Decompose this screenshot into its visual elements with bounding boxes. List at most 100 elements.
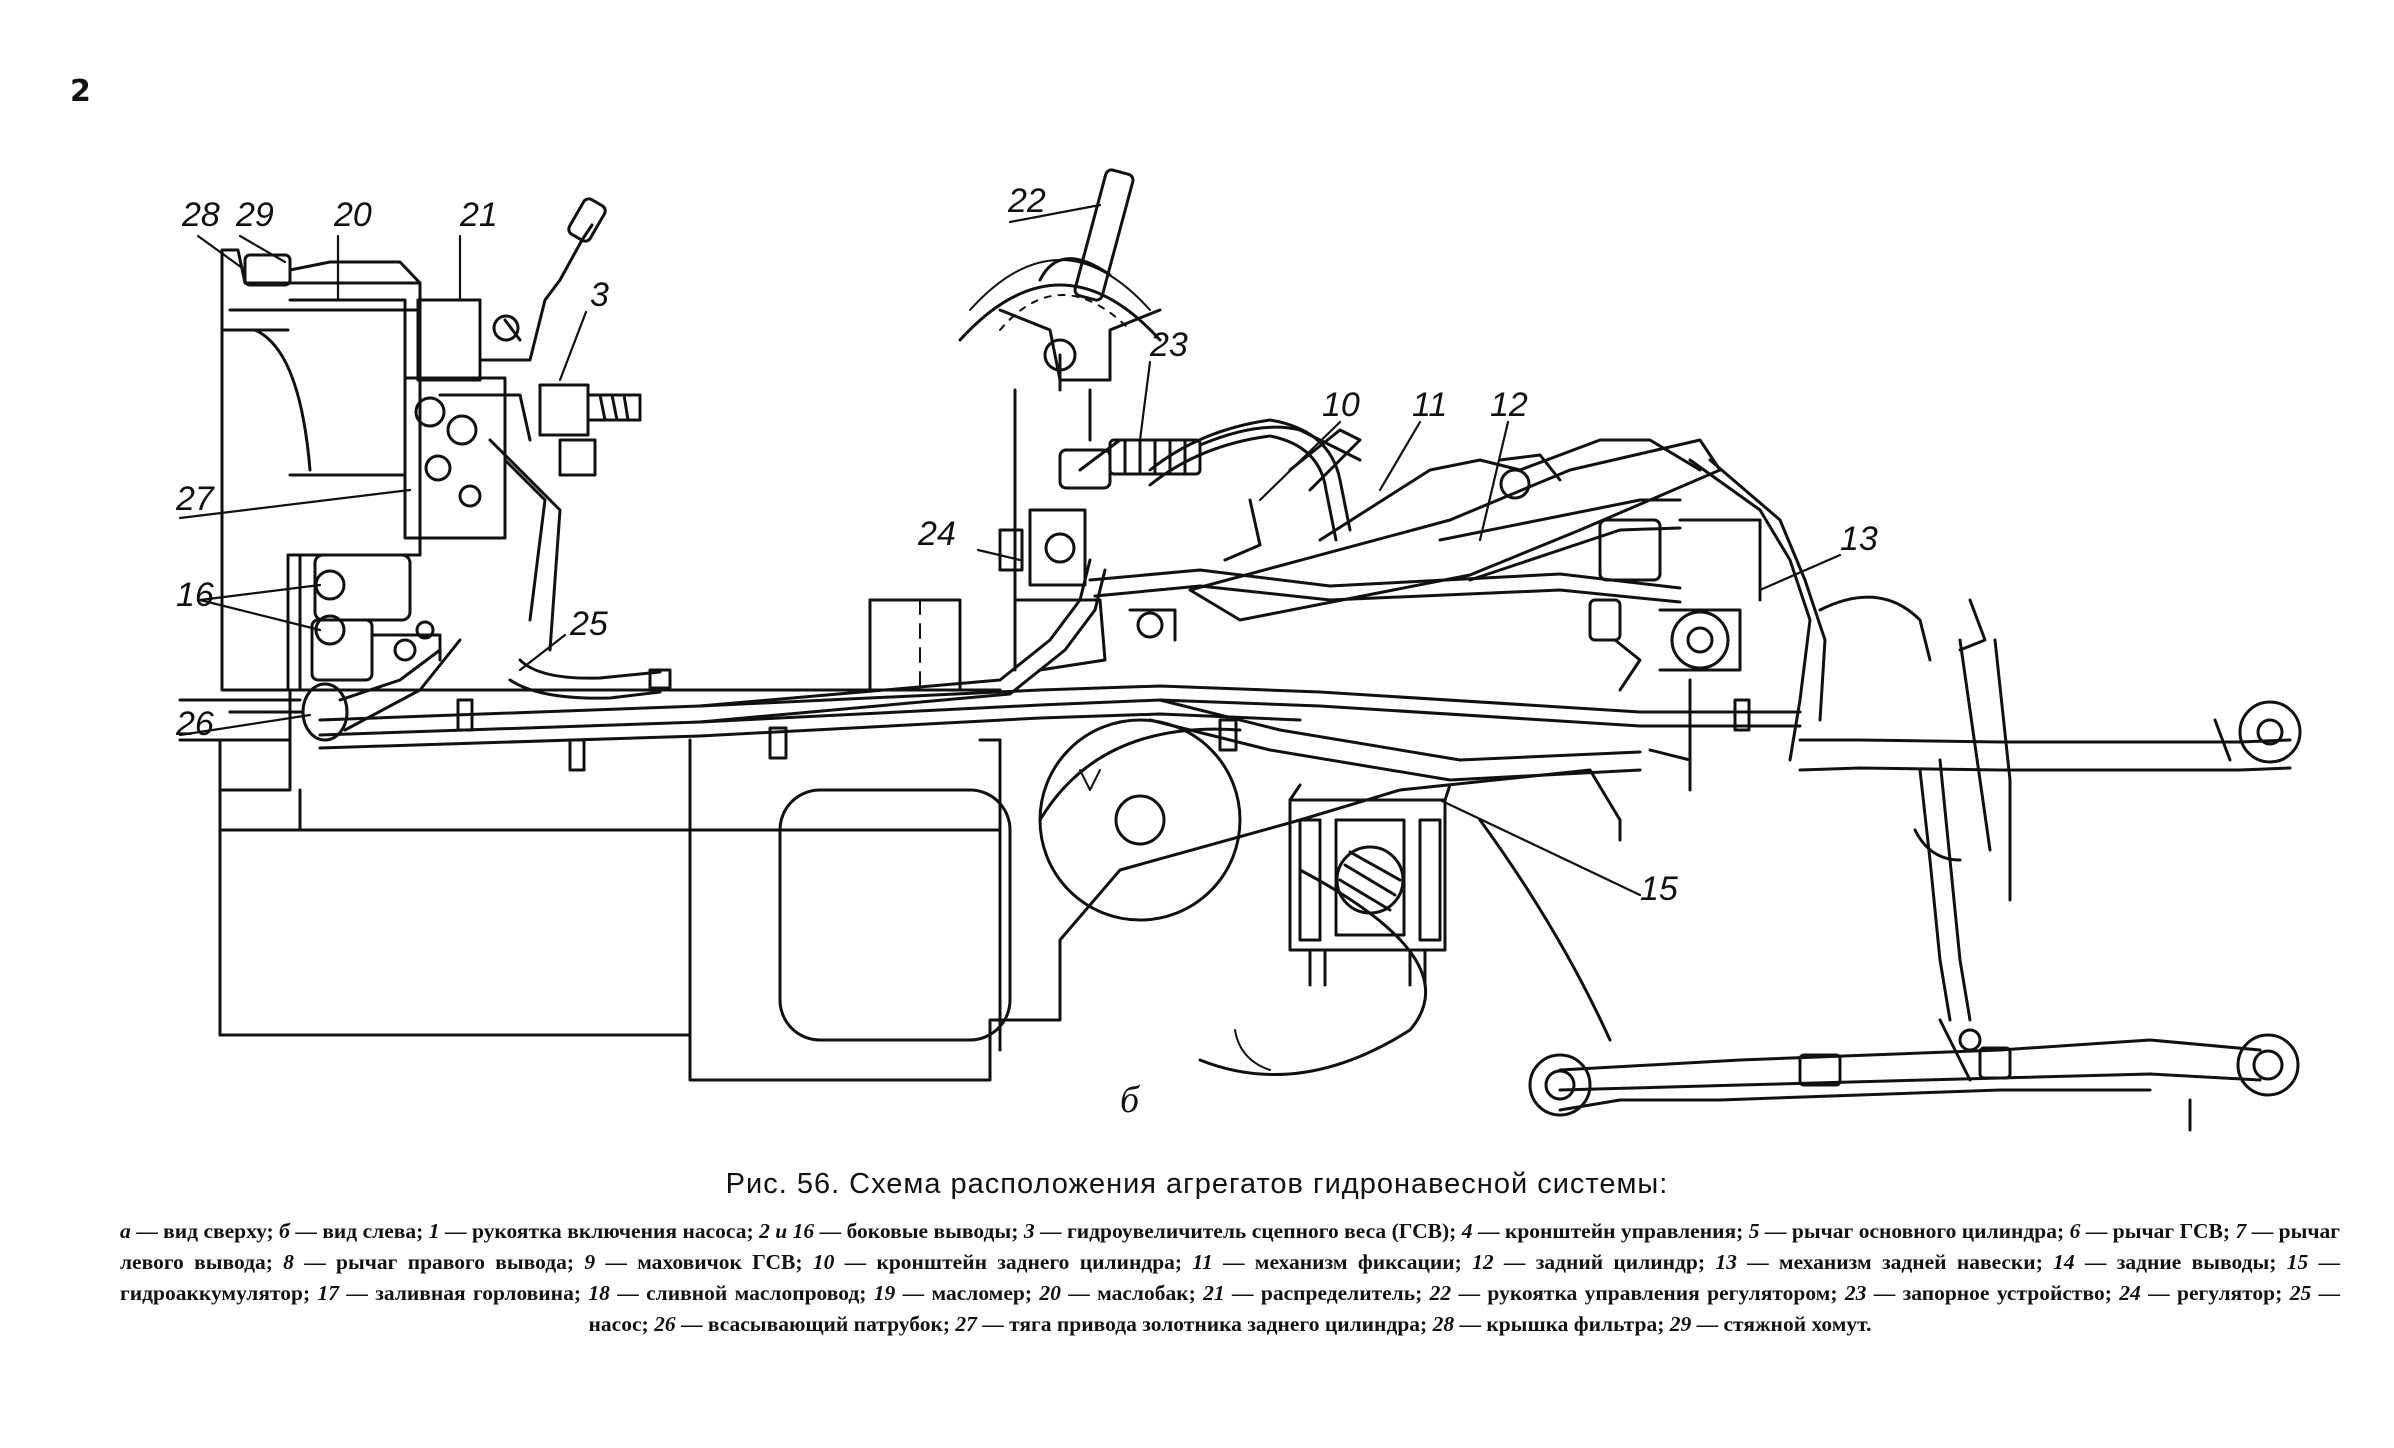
- distributor: [403, 197, 642, 652]
- legend-text: маховичок ГСВ: [637, 1250, 796, 1274]
- side-outlets: [310, 553, 442, 682]
- legend-entry: 25 — насос;: [588, 1281, 2341, 1336]
- label-25: 25: [569, 605, 608, 643]
- legend-entry: 19 — масломер;: [873, 1281, 1040, 1305]
- legend-key: 19: [873, 1281, 896, 1305]
- legend-key: 29: [1669, 1312, 1692, 1336]
- legend-entry: 15 — гидроаккумулятор;: [120, 1250, 2341, 1305]
- legend-entry: 13 — механизм задней навески;: [1715, 1250, 2054, 1274]
- legend-entry: б — вид слева;: [279, 1219, 429, 1243]
- legend-key: 27: [955, 1312, 977, 1336]
- legend-entry: 23 — запорное устройство;: [1844, 1281, 2120, 1305]
- legend-entry: 3 — гидроувеличитель сцепного веса (ГСВ)…: [1023, 1219, 1462, 1243]
- label-15: 15: [1640, 870, 1678, 908]
- legend-entry: 1 — рукоятка включения насоса;: [428, 1219, 760, 1243]
- legend-text: гидроувеличитель сцепного веса (ГСВ): [1066, 1219, 1450, 1243]
- legend-entry: 28 — крышка фильтра;: [1432, 1312, 1670, 1336]
- legend-entry: а — вид сверху;: [120, 1219, 280, 1243]
- legend-key: 4: [1461, 1219, 1473, 1243]
- legend-text: рычаг ГСВ: [2112, 1219, 2223, 1243]
- legend-text: рычаг левого вывода: [120, 1219, 2341, 1274]
- legend-text: сливной маслопровод: [646, 1281, 860, 1305]
- legend-entry: 10 — кронштейн заднего цилиндра;: [812, 1250, 1193, 1274]
- legend-key: 3: [1023, 1219, 1035, 1243]
- legend-key: 26: [654, 1312, 676, 1336]
- legend-entry: 12 — задний цилиндр;: [1472, 1250, 1716, 1274]
- label-27: 27: [175, 480, 215, 518]
- legend-key: 10: [812, 1250, 835, 1274]
- legend-entry: 20 — маслобак;: [1039, 1281, 1204, 1305]
- legend-key: 6: [2069, 1219, 2081, 1243]
- legend-entry: 29 — стяжной хомут.: [1669, 1312, 1872, 1336]
- label-28: 28: [181, 196, 220, 234]
- legend-entry: 17 — заливная горловина;: [317, 1281, 589, 1305]
- legend-key: 28: [1432, 1312, 1455, 1336]
- legend-key: 7: [2235, 1219, 2247, 1243]
- legend-entry: 27 — тяга привода золотника заднего цили…: [955, 1312, 1433, 1336]
- legend-text: боковые выводы: [846, 1219, 1012, 1243]
- pump: [508, 658, 672, 700]
- subfigure-label: б: [1120, 1079, 1141, 1121]
- callout-labels: 28 29 20 21 3 22 23 10 11 12 13 15 24 25…: [175, 182, 1878, 1121]
- legend-entry: 24 — регулятор;: [2119, 1281, 2290, 1305]
- corner-mark: 2: [70, 74, 91, 109]
- legend-text: задние выводы: [2116, 1250, 2270, 1274]
- legend-text: всасывающий патрубок: [707, 1312, 943, 1336]
- legend-text: запорное устройство: [1902, 1281, 2105, 1305]
- legend-text: рычаг основного цилиндра: [1791, 1219, 2057, 1243]
- legend-key: а: [120, 1219, 131, 1243]
- figure-legend: а — вид сверху; б — вид слева; 1 — рукоя…: [120, 1216, 2340, 1340]
- legend-entry: 21 — распределитель;: [1203, 1281, 1430, 1305]
- legend-entry: 14 — задние выводы;: [2053, 1250, 2287, 1274]
- legend-entry: 2 и 16 — боковые выводы;: [759, 1219, 1024, 1243]
- label-10: 10: [1322, 386, 1360, 424]
- label-20: 20: [333, 196, 372, 234]
- label-23: 23: [1149, 326, 1188, 364]
- shutoff-device: [1108, 425, 1362, 476]
- label-29: 29: [235, 196, 274, 234]
- leader-lines: [178, 203, 1842, 897]
- legend-text: механизм фиксации: [1254, 1250, 1455, 1274]
- pipelines: [318, 418, 1802, 782]
- label-22: 22: [1007, 182, 1046, 220]
- legend-text: задний цилиндр: [1535, 1250, 1698, 1274]
- legend-key: 1: [428, 1219, 440, 1243]
- legend-text: крышка фильтра: [1486, 1312, 1658, 1336]
- legend-text: рукоятка управления регулятором: [1487, 1281, 1831, 1305]
- legend-text: кронштейн заднего цилиндра: [876, 1250, 1175, 1274]
- figure-caption-title: Рис. 56. Схема расположения агрегатов ги…: [725, 1168, 1669, 1200]
- label-16: 16: [176, 576, 214, 614]
- legend-key: 15: [2286, 1250, 2309, 1274]
- label-24: 24: [917, 515, 956, 553]
- label-13: 13: [1840, 520, 1878, 558]
- legend-text: кронштейн управления: [1504, 1219, 1737, 1243]
- oil-tank: [220, 248, 422, 692]
- label-12: 12: [1490, 386, 1528, 424]
- rear-linkage: [1528, 458, 2302, 1132]
- label-26: 26: [175, 705, 214, 743]
- legend-entry: 18 — сливной маслопровод;: [588, 1281, 874, 1305]
- legend-key: 20: [1039, 1281, 1061, 1305]
- legend-text: вид слева: [322, 1219, 417, 1243]
- legend-key: 23: [1844, 1281, 1867, 1305]
- legend-text: рукоятка включения насоса: [471, 1219, 747, 1243]
- legend-key: 18: [588, 1281, 610, 1305]
- legend-text: гидроаккумулятор: [120, 1281, 303, 1305]
- legend-text: насос: [588, 1312, 642, 1336]
- legend-entry: 22 — рукоятка управления регулятором;: [1429, 1281, 1845, 1305]
- hydro-accumulator: [1288, 783, 1452, 987]
- legend-key: 14: [2053, 1250, 2075, 1274]
- legend-key: 9: [584, 1250, 596, 1274]
- legend-key: 24: [2119, 1281, 2141, 1305]
- legend-entry: 7 — рычаг левого вывода;: [120, 1219, 2341, 1274]
- label-3: 3: [590, 276, 609, 314]
- legend-text: механизм задней навески: [1778, 1250, 2036, 1274]
- legend-text: распределитель: [1260, 1281, 1416, 1305]
- legend-key: 25: [2289, 1281, 2312, 1305]
- legend-entry: 11 — механизм фиксации;: [1192, 1250, 1473, 1274]
- legend-text: тяга привода золотника заднего цилиндра: [1009, 1312, 1421, 1336]
- label-11: 11: [1412, 386, 1447, 424]
- legend-entry: 6 — рычаг ГСВ;: [2069, 1219, 2236, 1243]
- legend-key: 21: [1203, 1281, 1225, 1305]
